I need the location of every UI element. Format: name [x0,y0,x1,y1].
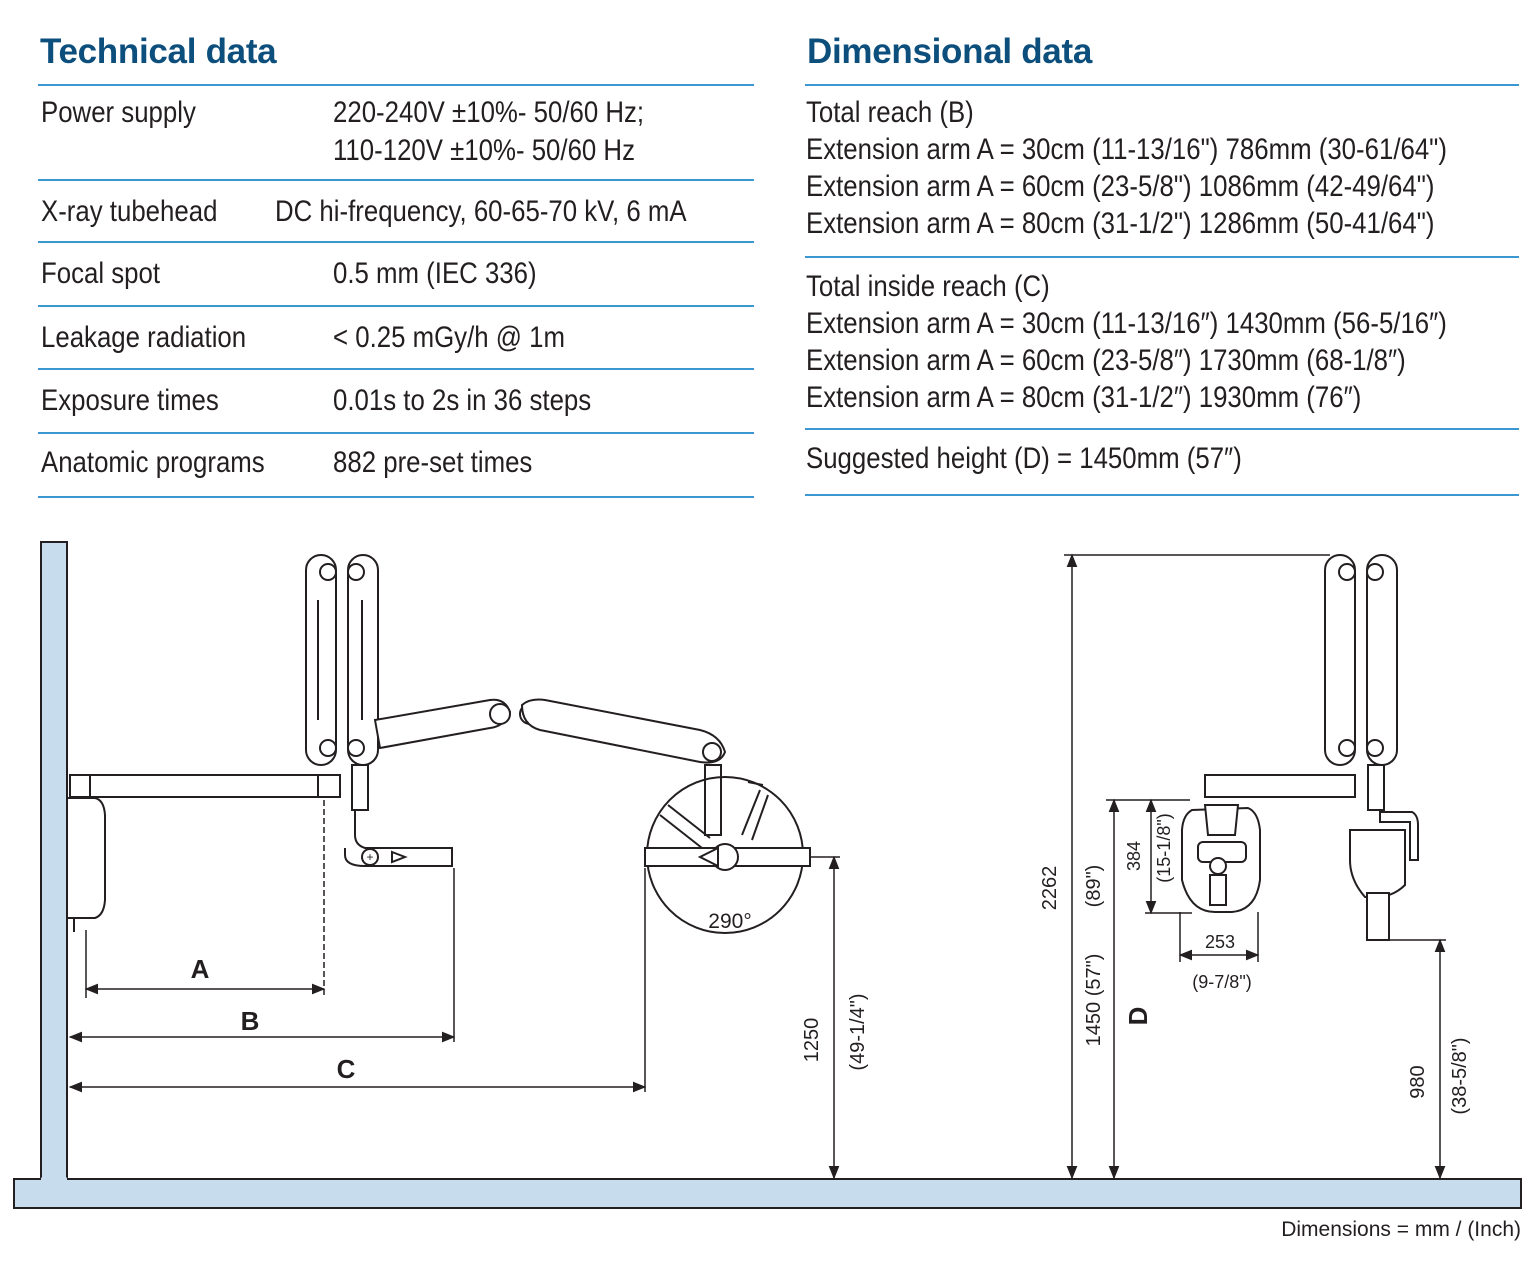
suggested-height-label: Suggested height (D) [806,442,1050,475]
spec-label: Anatomic programs [41,446,265,479]
tubehead-side [1349,829,1406,898]
tubehead-front [1181,806,1261,913]
total-reach-title: Total reach (B) [806,96,974,129]
spec-label: Power supply [41,96,196,129]
wall-mounted-unit-right [1181,554,1419,941]
spec-label: Focal spot [41,257,161,290]
spec-label: Exposure times [41,384,219,417]
reach-line: Extension arm A = 60cm (23-5/8") 1086mm … [806,170,1435,203]
suggested-height: Suggested height (D) = 1450mm (57″) [806,440,1519,477]
dimensions-unit-note: Dimensions = mm / (Inch) [1281,1218,1521,1241]
dim-2262: 2262 [1039,866,1061,911]
technical-data-panel: Technical data Power supply 220-240V ±10… [38,0,754,498]
floor [13,1178,1522,1209]
total-reach-block: Total reach (B) Extension arm A = 30cm (… [805,86,1519,258]
dimension-labels-right: 2262 (89") 1450 (57") D 384 (15-1/8") 25… [1039,813,1521,1241]
dimension-lines-right [1064,553,1446,1180]
wall-mounted-unit-left: + [66,554,811,934]
inside-reach-title: Total inside reach (C) [806,270,1050,303]
dim-980: 980 [1407,1065,1429,1098]
dimensional-data-panel: Dimensional data Total reach (B) Extensi… [805,0,1519,496]
spec-row-exposure: Exposure times 0.01s to 2s in 36 steps [38,370,754,434]
spec-row-power: Power supply 220-240V ±10%- 50/60 Hz; 11… [38,86,754,181]
label-b: B [241,1006,260,1036]
reach-line: Extension arm A = 80cm (31-1/2") 1286mm … [806,207,1435,240]
dimension-labels-left: A B C 290° 1250 (49-1/4") [191,910,869,1084]
spec-value: 0.01s to 2s in 36 steps [333,384,592,417]
dim-1450: 1450 (57") [1083,954,1105,1047]
wall [40,541,68,1180]
spec-value: 882 pre-set times [333,446,533,479]
spec-label: X-ray tubehead [41,195,218,228]
spec-value: 0.5 mm (IEC 336) [333,257,537,290]
spec-row-focal: Focal spot 0.5 mm (IEC 336) [38,243,754,307]
inside-reach-block: Total inside reach (C) Extension arm A =… [805,258,1519,430]
dimensional-data-heading: Dimensional data [805,0,1519,86]
suggested-height-block: Suggested height (D) = 1450mm (57″) [805,430,1519,496]
control-box [66,797,106,919]
inside-reach-line: Extension arm A = 80cm (31-1/2″) 1930mm … [806,381,1362,414]
articulated-arm [373,698,512,750]
spec-row-leakage: Leakage radiation < 0.25 mGy/h @ 1m [38,307,754,370]
spec-row-tubehead: X-ray tubehead DC hi-frequency, 60-65-70… [38,181,754,243]
dim-253-inch: (9-7/8") [1192,972,1251,992]
dimension-lines-left [68,800,840,1180]
spec-value: 220-240V ±10%- 50/60 Hz; 110-120V ±10%- … [333,96,645,167]
extension-arm [69,774,341,798]
inside-reach-line: Extension arm A = 30cm (11-13/16″) 1430m… [806,307,1447,340]
dim-384-inch: (15-1/8") [1154,813,1174,882]
wall-and-floor [13,541,1522,1209]
dim-1250-inch: (49-1/4") [847,993,869,1070]
spec-label: Leakage radiation [41,321,247,354]
dim-2262-inch: (89") [1083,865,1105,908]
dim-253: 253 [1205,932,1235,952]
extension-arm-top-view [1204,774,1356,798]
spec-row-programs: Anatomic programs 882 pre-set times [38,434,754,498]
label-c: C [337,1054,356,1084]
dim-1250: 1250 [801,1018,823,1063]
inside-reach-line: Extension arm A = 60cm (23-5/8″) 1730mm … [806,344,1406,377]
spec-value: DC hi-frequency, 60-65-70 kV, 6 mA [275,195,687,228]
label-a: A [191,954,210,984]
svg-text:+: + [366,850,373,864]
technical-data-heading: Technical data [38,0,754,86]
dim-980-inch: (38-5/8") [1449,1037,1471,1114]
reach-line: Extension arm A = 30cm (11-13/16") 786mm… [806,133,1447,166]
label-d: D [1123,1007,1153,1026]
spec-value: < 0.25 mGy/h @ 1m [333,321,565,354]
rotation-angle: 290° [708,910,751,933]
suggested-height-value: = 1450mm (57″) [1049,442,1242,475]
dim-384: 384 [1124,841,1144,871]
